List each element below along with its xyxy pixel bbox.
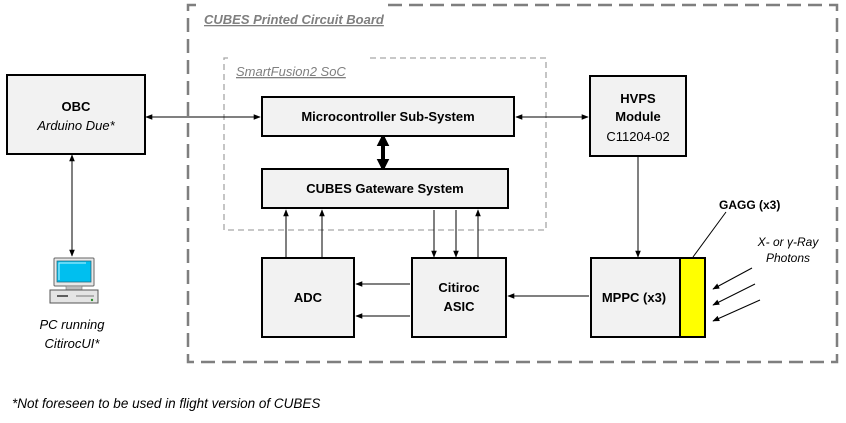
gagg-scintillator — [679, 257, 706, 338]
obc-block: OBC Arduino Due* — [6, 74, 146, 155]
hvps-block: HVPS Module C11204-02 — [589, 75, 687, 157]
soc-frame-label: SmartFusion2 SoC — [236, 64, 346, 79]
citiroc-line1: Citiroc — [438, 280, 479, 295]
mppc-block: MPPC (x3) — [590, 257, 681, 338]
photons-label-line2: Photons — [766, 251, 810, 265]
pc-label-line1: PC running — [39, 317, 105, 332]
desktop-computer-icon — [49, 257, 99, 304]
obc-title: OBC — [62, 99, 92, 114]
gagg-label: GAGG (x3) — [719, 198, 780, 212]
photons-label-line1: X- or γ-Ray — [757, 235, 820, 249]
photon-arrow-2 — [712, 283, 756, 306]
adc-block: ADC — [261, 257, 355, 338]
gateware-title: CUBES Gateware System — [306, 181, 464, 196]
gateware-block: CUBES Gateware System — [261, 168, 509, 209]
photon-arrow-3 — [712, 299, 761, 322]
pc-label-line2: CitirocUI* — [45, 336, 101, 351]
soc-frame: SmartFusion2 SoC — [223, 57, 547, 231]
microcontroller-subsystem-block: Microcontroller Sub-System — [261, 96, 515, 137]
citiroc-line2: ASIC — [443, 299, 475, 314]
hvps-part-number: C11204-02 — [606, 129, 669, 144]
pcb-frame: CUBES Printed Circuit Board — [186, 3, 839, 364]
photon-arrow-1 — [712, 267, 753, 290]
footnote: *Not foreseen to be used in flight versi… — [12, 396, 320, 411]
citiroc-block: Citiroc ASIC — [411, 257, 507, 338]
connectors — [69, 114, 761, 322]
gagg-leader-line — [692, 211, 727, 258]
hvps-line2: Module — [615, 109, 661, 124]
mss-title: Microcontroller Sub-System — [301, 109, 474, 124]
pcb-frame-label: CUBES Printed Circuit Board — [204, 12, 385, 27]
obc-subtitle: Arduino Due* — [36, 118, 115, 133]
hvps-line1: HVPS — [620, 91, 656, 106]
mppc-title: MPPC (x3) — [602, 290, 666, 305]
adc-title: ADC — [294, 290, 323, 305]
